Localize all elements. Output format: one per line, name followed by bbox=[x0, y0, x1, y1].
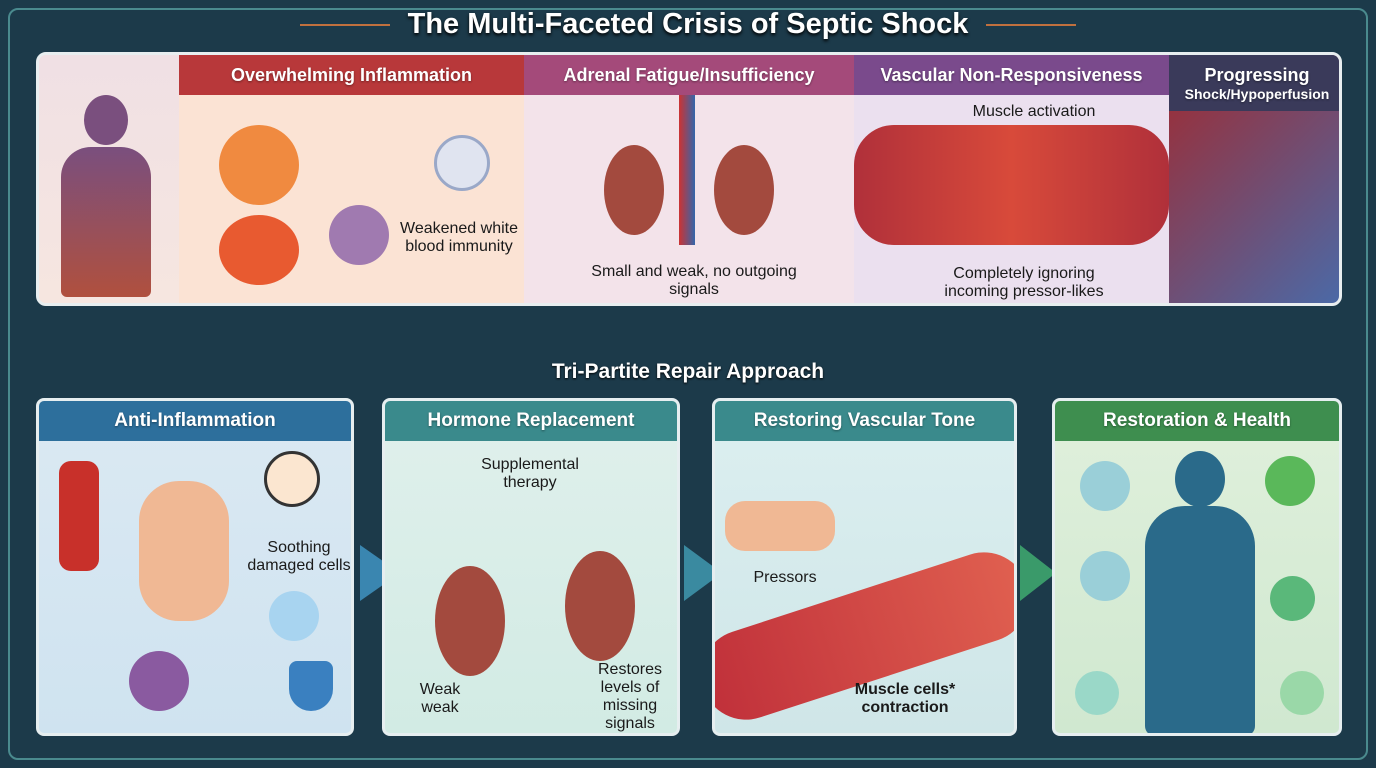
adrenal-segment: Adrenal Fatigue/Insufficiency Small and … bbox=[524, 55, 854, 303]
shield-check-icon bbox=[289, 661, 333, 711]
supplemental-therapy-label: Supplemental therapy bbox=[481, 456, 579, 491]
human-head-icon bbox=[84, 95, 128, 145]
blood-vessel-icon bbox=[679, 95, 695, 245]
anti-inflammation-header: Anti-Inflammation bbox=[39, 401, 351, 441]
vascular-tone-panel: Restoring Vascular Tone Pressors Muscle … bbox=[712, 398, 1017, 736]
inflammation-segment: Overwhelming Inflammation Weakened white… bbox=[179, 55, 524, 303]
explosion-icon bbox=[219, 215, 299, 285]
explosion-icon bbox=[219, 125, 299, 205]
kidney-icon bbox=[714, 145, 774, 235]
hormone-replacement-panel: Hormone Replacement Supplemental therapy… bbox=[382, 398, 680, 736]
inflammation-label: Weakened white blood immunity bbox=[400, 220, 518, 255]
page-title: The Multi-Faceted Crisis of Septic Shock bbox=[407, 8, 969, 40]
heart-icon bbox=[1270, 576, 1315, 621]
smiley-icon bbox=[1075, 671, 1119, 715]
vascular-label: Completely ignoring incoming pressor-lik… bbox=[944, 265, 1104, 300]
kidney-icon bbox=[604, 145, 664, 235]
repair-approach-title: Tri-Partite Repair Approach bbox=[551, 360, 825, 383]
adrenal-header: Adrenal Fatigue/Insufficiency bbox=[524, 55, 854, 95]
progressing-subtitle: Shock/Hypoperfusion bbox=[1184, 85, 1330, 102]
flow-arrow bbox=[1020, 545, 1056, 601]
hand-icon bbox=[139, 481, 229, 621]
human-head-icon bbox=[1175, 451, 1225, 507]
vascular-tone-header: Restoring Vascular Tone bbox=[715, 401, 1014, 441]
hand-syringe-icon bbox=[725, 501, 835, 551]
kidney-icon bbox=[565, 551, 635, 661]
pressors-label: Pressors bbox=[753, 569, 817, 586]
vascular-header: Vascular Non-Responsiveness bbox=[854, 55, 1169, 95]
cell-icon bbox=[1080, 551, 1130, 601]
inflammation-header: Overwhelming Inflammation bbox=[179, 55, 524, 95]
anti-inflammation-label: Soothing damaged cells bbox=[247, 539, 351, 574]
human-body-icon bbox=[1145, 506, 1255, 733]
virus-icon bbox=[129, 651, 189, 711]
weak-label: Weak weak bbox=[419, 681, 461, 716]
body-segment bbox=[39, 55, 179, 303]
crisis-panel: Overwhelming Inflammation Weakened white… bbox=[36, 52, 1342, 306]
fire-extinguisher-icon bbox=[59, 461, 99, 571]
title-decoration-left bbox=[300, 24, 390, 26]
heartbeat-icon bbox=[1080, 461, 1130, 511]
vascular-top-label: Muscle activation bbox=[972, 103, 1096, 120]
progressing-segment: Progressing Shock/Hypoperfusion bbox=[1169, 55, 1339, 303]
title-decoration-right bbox=[986, 24, 1076, 26]
vascular-segment: Vascular Non-Responsiveness Muscle activ… bbox=[854, 55, 1169, 303]
human-body-icon bbox=[61, 147, 151, 297]
white-blood-cell-icon bbox=[434, 135, 490, 191]
adrenal-label: Small and weak, no outgoing signals bbox=[591, 263, 797, 298]
fire-icon bbox=[264, 451, 320, 507]
restores-signals-label: Restores levels of missing signals bbox=[597, 661, 663, 732]
progressing-title: Progressing bbox=[1204, 64, 1310, 85]
immune-cell-icon bbox=[269, 591, 319, 641]
virus-icon bbox=[329, 205, 389, 265]
checkmark-icon bbox=[1265, 456, 1315, 506]
outer-frame bbox=[8, 8, 1368, 760]
restoration-panel: Restoration & Health bbox=[1052, 398, 1342, 736]
restoration-header: Restoration & Health bbox=[1055, 401, 1339, 441]
hormone-replacement-header: Hormone Replacement bbox=[385, 401, 677, 441]
smiley-icon bbox=[1280, 671, 1324, 715]
anti-inflammation-panel: Anti-Inflammation Soothing damaged cells bbox=[36, 398, 354, 736]
kidney-icon bbox=[435, 566, 505, 676]
blood-vessel-icon bbox=[854, 125, 1169, 245]
progressing-header: Progressing Shock/Hypoperfusion bbox=[1169, 55, 1339, 111]
muscle-contraction-label: Muscle cells* contraction bbox=[854, 681, 956, 716]
